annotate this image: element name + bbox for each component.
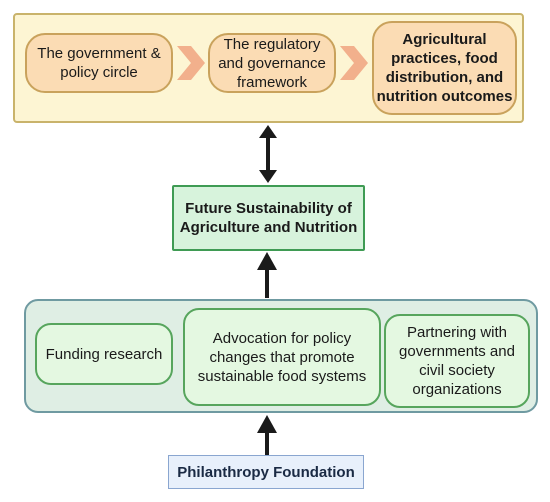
double-arrow-icon [259, 125, 277, 183]
arrow-up-icon [257, 252, 277, 298]
chevron-right-icon [177, 46, 205, 80]
arrow-up-icon [257, 415, 277, 455]
philanthropy-foundation-node: Philanthropy Foundation [168, 455, 364, 489]
regulatory-framework-node: The regulatory and governance framework [208, 33, 336, 93]
agricultural-outcomes-node: Agricultural practices, food distributio… [372, 21, 517, 115]
chevron-right-icon [340, 46, 368, 80]
policy-advocacy-node: Advocation for policy changes that promo… [183, 308, 381, 406]
future-sustainability-node: Future Sustainability of Agriculture and… [172, 185, 365, 251]
government-policy-circle-node: The government & policy circle [25, 33, 173, 93]
funding-research-node: Funding research [35, 323, 173, 385]
partnering-node: Partnering with governments and civil so… [384, 314, 530, 408]
